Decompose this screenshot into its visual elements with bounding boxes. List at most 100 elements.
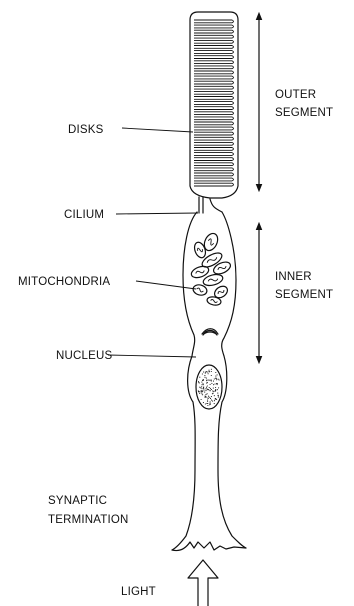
chromatin-dot — [205, 394, 206, 395]
chromatin-dot — [210, 404, 211, 405]
chromatin-dot — [215, 389, 216, 390]
chromatin-dot — [218, 395, 219, 396]
chromatin-dot — [208, 373, 209, 374]
chromatin-dot — [214, 395, 215, 396]
mitochondrion-crista — [217, 265, 226, 272]
chromatin-dot — [201, 399, 202, 400]
chromatin-dot — [212, 393, 213, 394]
chromatin-dot — [213, 384, 214, 385]
chromatin-dot — [210, 388, 211, 389]
chromatin-dot — [203, 384, 204, 385]
disk — [194, 56, 234, 59]
chromatin-dot — [217, 374, 218, 375]
chromatin-dot — [198, 381, 199, 382]
chromatin-dot — [207, 399, 208, 400]
chromatin-dot — [204, 375, 205, 376]
chromatin-dot — [211, 400, 212, 401]
disk — [194, 127, 234, 130]
mitochondrion-crista — [197, 247, 203, 253]
chromatin-dot — [209, 380, 210, 381]
mitochondrion-crista — [210, 299, 217, 303]
disk — [194, 153, 234, 156]
chromatin-dot — [206, 378, 207, 379]
chromatin-dot — [201, 384, 202, 385]
chromatin-dot — [216, 378, 217, 379]
chromatin-dot — [208, 396, 209, 397]
chromatin-dot — [203, 371, 204, 372]
disk — [194, 76, 234, 79]
chromatin-dot — [205, 390, 206, 391]
disk — [194, 66, 234, 69]
chromatin-dot — [207, 385, 208, 386]
disk — [194, 20, 234, 23]
label-inner: INNER — [275, 271, 312, 283]
chromatin-dot — [217, 383, 218, 384]
mitochondria-cluster — [190, 231, 232, 306]
chromatin-dot — [207, 405, 208, 406]
chromatin-dot — [213, 388, 214, 389]
disk — [194, 97, 234, 100]
chromatin-dot — [203, 379, 204, 380]
chromatin-dot — [209, 403, 210, 404]
chromatin-dot — [198, 390, 199, 391]
chromatin-dot — [201, 390, 202, 391]
chromatin-dot — [207, 393, 208, 394]
chromatin-dot — [211, 396, 212, 397]
chromatin-dot — [215, 378, 216, 379]
chromatin-dot — [218, 379, 219, 380]
light-arrow-icon — [188, 560, 218, 606]
chromatin-dot — [207, 401, 208, 402]
label-light: LIGHT — [121, 586, 156, 598]
outer-segment — [190, 12, 238, 198]
chromatin-dot — [214, 378, 215, 379]
label-cilium: CILIUM — [64, 209, 104, 221]
chromatin-dot — [213, 381, 214, 382]
chromatin-dot — [202, 391, 203, 392]
chromatin-dot — [215, 398, 216, 399]
chromatin-dot — [210, 398, 211, 399]
label-nucleus: NUCLEUS — [56, 350, 112, 362]
disk — [194, 86, 234, 89]
chromatin-dot — [204, 377, 205, 378]
disk-stack — [194, 20, 234, 186]
disk — [194, 148, 234, 151]
nucleus — [196, 365, 222, 409]
chromatin-dot — [209, 390, 210, 391]
chromatin-dot — [214, 403, 215, 404]
label-outer: OUTER — [275, 89, 316, 101]
mitochondrion-crista — [207, 238, 215, 245]
disk — [194, 35, 234, 38]
label-disks: DISKS — [68, 124, 104, 136]
disk — [194, 132, 234, 135]
chromatin-dot — [205, 371, 206, 372]
chromatin-dot — [215, 372, 216, 373]
disk — [194, 107, 234, 110]
leader-lines — [108, 128, 198, 357]
chromatin-dot — [215, 387, 216, 388]
chromatin-dot — [201, 392, 202, 393]
disk — [194, 137, 234, 140]
disk — [194, 51, 234, 54]
chromatin-dot — [217, 389, 218, 390]
disk — [194, 168, 234, 171]
chromatin-dot — [205, 403, 206, 404]
chromatin-dot — [208, 370, 209, 371]
chromatin-dot — [215, 390, 216, 391]
cilium — [199, 197, 222, 213]
chromatin-dot — [207, 398, 208, 399]
chromatin-dot — [199, 377, 200, 378]
chromatin-dot — [203, 387, 204, 388]
chromatin-dot — [207, 403, 208, 404]
disk — [194, 112, 234, 115]
chromatin-dot — [208, 380, 209, 381]
chromatin-dot — [199, 387, 200, 388]
chromatin-dot — [216, 399, 217, 400]
disk — [194, 91, 234, 94]
chromatin-dot — [207, 372, 208, 373]
disk — [194, 46, 234, 49]
chromatin-dot — [208, 371, 209, 372]
disk — [194, 102, 234, 105]
chromatin-dot — [217, 393, 218, 394]
inner-segment — [172, 212, 246, 551]
